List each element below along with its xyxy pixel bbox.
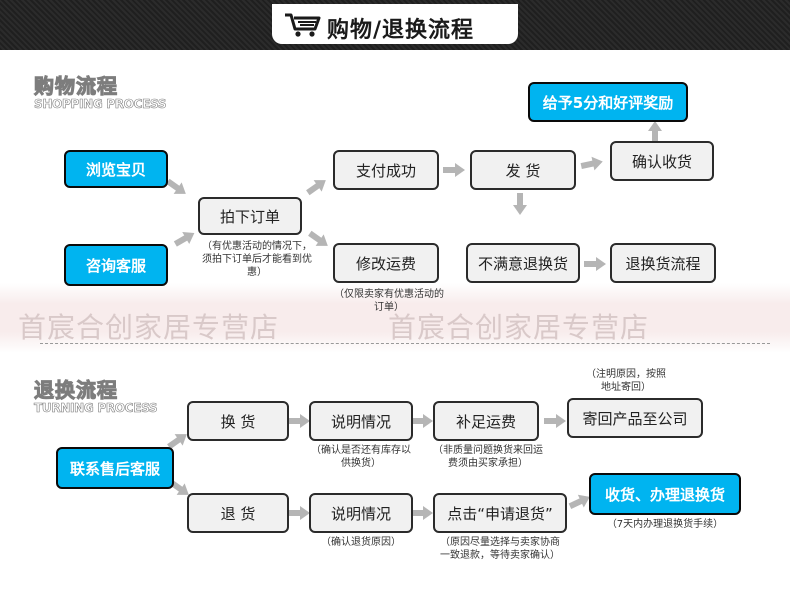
arrow-explain-to-apply <box>411 506 433 520</box>
arrow-exchange-to-explain <box>288 414 310 428</box>
arrow-service-to-exchange <box>167 434 187 450</box>
arrow-service-to-refund <box>169 479 189 495</box>
reward-box: 给予5分和好评奖励 <box>528 82 688 122</box>
watermark-left: 首宸合创家居专营店 <box>18 311 280 344</box>
unsatisfied-return-box: 不满意退换货 <box>466 243 580 283</box>
returns-section-title: 退换流程 <box>34 378 118 403</box>
arrow-browse-to-order <box>166 178 186 194</box>
payment-success-box: 支付成功 <box>333 150 439 190</box>
arrow-confirm-to-reward <box>648 121 662 143</box>
watermark-right: 首宸合创家居专营店 <box>388 311 650 344</box>
header-title-plate: 购物/退换流程 <box>272 4 518 44</box>
arrow-explain-to-freight <box>411 414 433 428</box>
process-return-note: （7天内办理退换货手续） <box>606 519 724 530</box>
pay-freight-box: 补足运费 <box>433 401 539 441</box>
apply-return-note: （原因尽量选择与卖家协商一致退款，等待卖家确认） <box>440 537 560 561</box>
arrow-unhappy-to-return-flow <box>584 257 606 271</box>
watermark-band <box>0 283 790 353</box>
section-divider <box>40 343 770 344</box>
arrow-consult-to-order <box>173 231 195 247</box>
arrow-order-to-pay <box>306 180 326 196</box>
after-sales-service-box: 联系售后客服 <box>56 447 174 489</box>
explain-refund-note: （确认退货原因） <box>321 537 401 548</box>
ship-box: 发 货 <box>470 150 576 190</box>
arrow-apply-to-done <box>568 494 590 509</box>
apply-return-box: 点击“申请退货” <box>433 493 567 533</box>
returns-section-subtitle: TURNING PROCESS <box>34 401 158 416</box>
arrow-freight-to-send <box>544 414 566 428</box>
modify-freight-note: （仅限卖家有优惠活动的订单） <box>334 289 444 313</box>
explain-exchange-box: 说明情况 <box>309 401 413 441</box>
shopping-section-title: 购物流程 <box>34 74 118 99</box>
pay-freight-note: （非质量问题换货来回运费须由买家承担） <box>433 445 543 469</box>
consult-service-box: 咨询客服 <box>64 244 168 286</box>
shopping-cart-icon <box>285 13 321 37</box>
browse-products-box: 浏览宝贝 <box>64 150 168 188</box>
arrow-ship-to-confirm <box>580 156 603 171</box>
explain-exchange-note: （确认是否还有库存以供换货） <box>311 445 411 469</box>
exchange-box: 换 货 <box>187 401 289 441</box>
confirm-receipt-box: 确认收货 <box>610 141 714 181</box>
place-order-note: （有优惠活动的情况下，须拍下订单后才能看到优惠） <box>202 241 312 278</box>
explain-refund-box: 说明情况 <box>309 493 413 533</box>
modify-freight-box: 修改运费 <box>333 243 439 283</box>
send-back-note: （注明原因，按照地址寄回） <box>586 369 666 393</box>
shopping-section-subtitle: SHOPPING PROCESS <box>34 97 167 112</box>
arrow-order-to-modify <box>308 230 328 246</box>
header-banner: 购物/退换流程 <box>0 0 790 50</box>
arrow-refund-to-explain <box>288 506 310 520</box>
process-return-box: 收货、办理退换货 <box>589 473 741 515</box>
arrow-pay-to-ship <box>443 163 465 177</box>
arrow-ship-to-unhappy <box>513 193 527 215</box>
place-order-box: 拍下订单 <box>198 197 302 235</box>
send-back-box: 寄回产品至公司 <box>567 398 703 438</box>
refund-box: 退 货 <box>187 493 289 533</box>
page-title: 购物/退换流程 <box>327 18 475 43</box>
return-flow-box: 退换货流程 <box>610 243 716 283</box>
